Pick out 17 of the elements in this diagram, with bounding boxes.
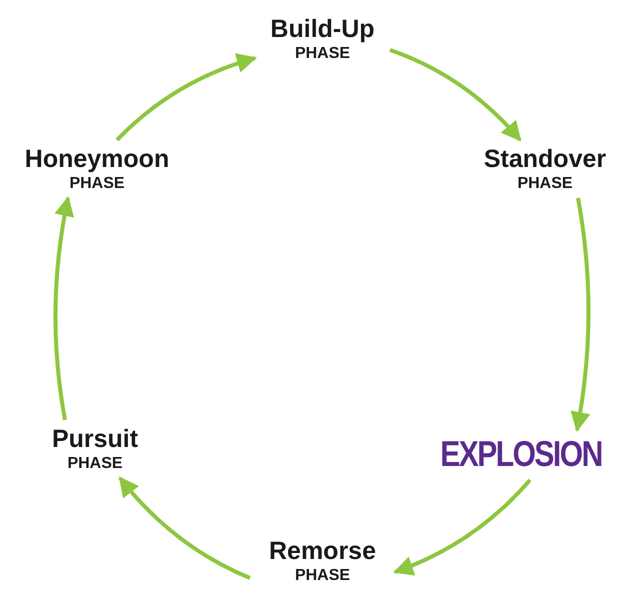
cycle-arrow bbox=[116, 54, 257, 142]
phase-caption: PHASE bbox=[67, 454, 123, 474]
phase-caption: PHASE bbox=[517, 174, 573, 194]
cycle-arrow bbox=[570, 198, 590, 432]
phase-name: Remorse bbox=[269, 536, 376, 566]
cycle-arrow bbox=[118, 476, 251, 580]
cycle-arrow bbox=[393, 478, 532, 576]
highlighted-phase-label: EXPLOSION bbox=[440, 434, 602, 476]
phase-caption: PHASE bbox=[69, 174, 125, 194]
phase-name: Build-Up bbox=[270, 14, 375, 44]
phase-name: Pursuit bbox=[52, 424, 138, 454]
cycle-arrow bbox=[54, 196, 74, 420]
phase-caption: PHASE bbox=[294, 44, 350, 64]
phase-caption: PHASE bbox=[294, 566, 350, 586]
cycle-arrow bbox=[389, 48, 522, 142]
phase-name: Standover bbox=[484, 144, 606, 174]
phase-name: Honeymoon bbox=[24, 144, 170, 174]
